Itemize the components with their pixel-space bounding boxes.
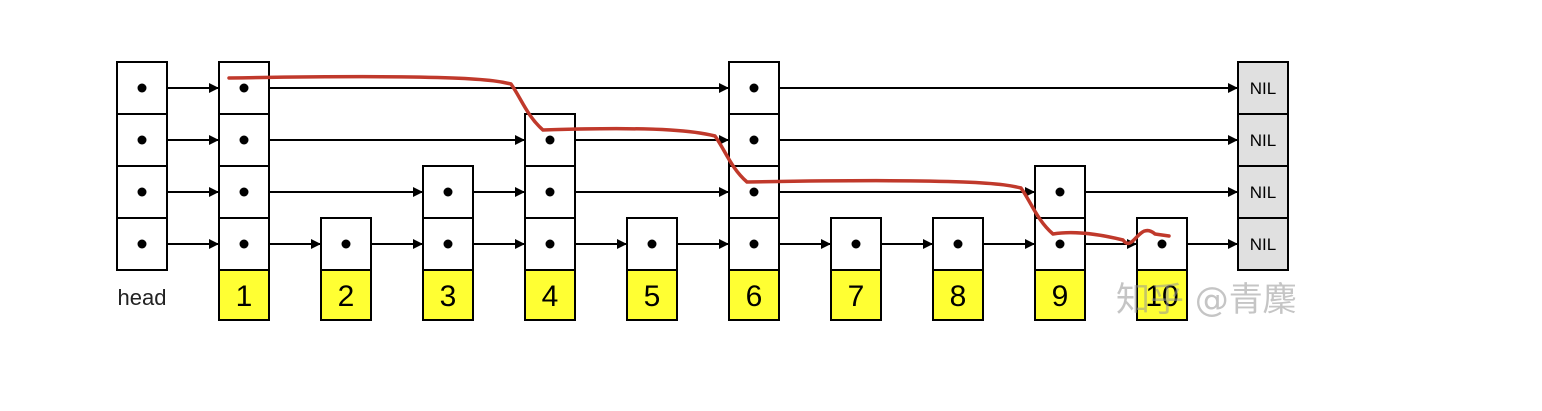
node-key-box <box>524 269 576 321</box>
pointer-dot <box>749 239 759 249</box>
node-key-label: 2 <box>338 280 355 313</box>
node-key-label: 7 <box>848 280 865 313</box>
skip-list-node: 1 <box>218 61 270 321</box>
node-key-box <box>320 269 372 321</box>
skip-list-node: 7 <box>830 217 882 321</box>
node-key-label: 9 <box>1052 280 1069 313</box>
skip-list-node: 3 <box>422 165 474 321</box>
pointer-dot <box>1157 239 1167 249</box>
skip-list-node: 6 <box>728 61 780 321</box>
pointer-dot <box>137 187 147 197</box>
pointer-dot <box>239 239 249 249</box>
node-key-box <box>422 269 474 321</box>
pointer-dot <box>1055 239 1065 249</box>
node-key-box <box>830 269 882 321</box>
pointer-dot <box>749 135 759 145</box>
pointer-dot <box>137 239 147 249</box>
pointer-dot <box>443 239 453 249</box>
head-label: head <box>118 285 167 310</box>
node-pointer-cell <box>422 165 474 219</box>
skip-list-node: 2 <box>320 217 372 321</box>
nil-label: NIL <box>1250 79 1276 98</box>
nil-label: NIL <box>1250 131 1276 150</box>
node-key-box <box>218 269 270 321</box>
node-key-box <box>728 269 780 321</box>
pointer-dot <box>1055 187 1065 197</box>
pointer-dot <box>545 135 555 145</box>
head-cell <box>116 61 168 115</box>
pointer-dot <box>239 83 249 93</box>
node-pointer-cell <box>218 61 270 115</box>
skip-list-node: 8 <box>932 217 984 321</box>
pointer-dot <box>749 83 759 93</box>
node-pointer-cell <box>728 165 780 219</box>
skip-list-node: 4 <box>524 113 576 321</box>
search-path <box>227 74 1171 246</box>
node-key-box <box>626 269 678 321</box>
nil-cell <box>1237 217 1289 271</box>
pointer-dot <box>239 187 249 197</box>
nil-label: NIL <box>1250 183 1276 202</box>
nil-label: NIL <box>1250 235 1276 254</box>
skip-list-node: 9 <box>1034 165 1086 321</box>
pointer-dot <box>137 135 147 145</box>
node-key-label: 1 <box>236 280 253 313</box>
pointer-dot <box>137 83 147 93</box>
node-key-box <box>932 269 984 321</box>
node-key-label: 5 <box>644 280 661 313</box>
pointer-dot <box>341 239 351 249</box>
pointer-dot <box>749 187 759 197</box>
skip-list-node: 5 <box>626 217 678 321</box>
nil-cell <box>1237 113 1289 167</box>
pointer-dot <box>545 187 555 197</box>
node-key-label: 8 <box>950 280 967 313</box>
skip-list-node: 10 <box>1136 217 1188 321</box>
pointer-dot <box>647 239 657 249</box>
pointer-dot <box>953 239 963 249</box>
pointer-dot <box>443 187 453 197</box>
nil-cell <box>1237 61 1289 115</box>
watermark: 知乎 @青麇 <box>1116 280 1297 320</box>
node-key-label: 10 <box>1145 280 1178 313</box>
pointer-dot <box>545 239 555 249</box>
pointer-dot <box>851 239 861 249</box>
pointer-dot <box>239 135 249 145</box>
node-key-box <box>1136 269 1188 321</box>
node-key-box <box>1034 269 1086 321</box>
node-pointer-cell <box>1034 165 1086 219</box>
node-key-label: 6 <box>746 280 763 313</box>
node-key-label: 4 <box>542 280 559 313</box>
node-key-label: 3 <box>440 280 457 313</box>
